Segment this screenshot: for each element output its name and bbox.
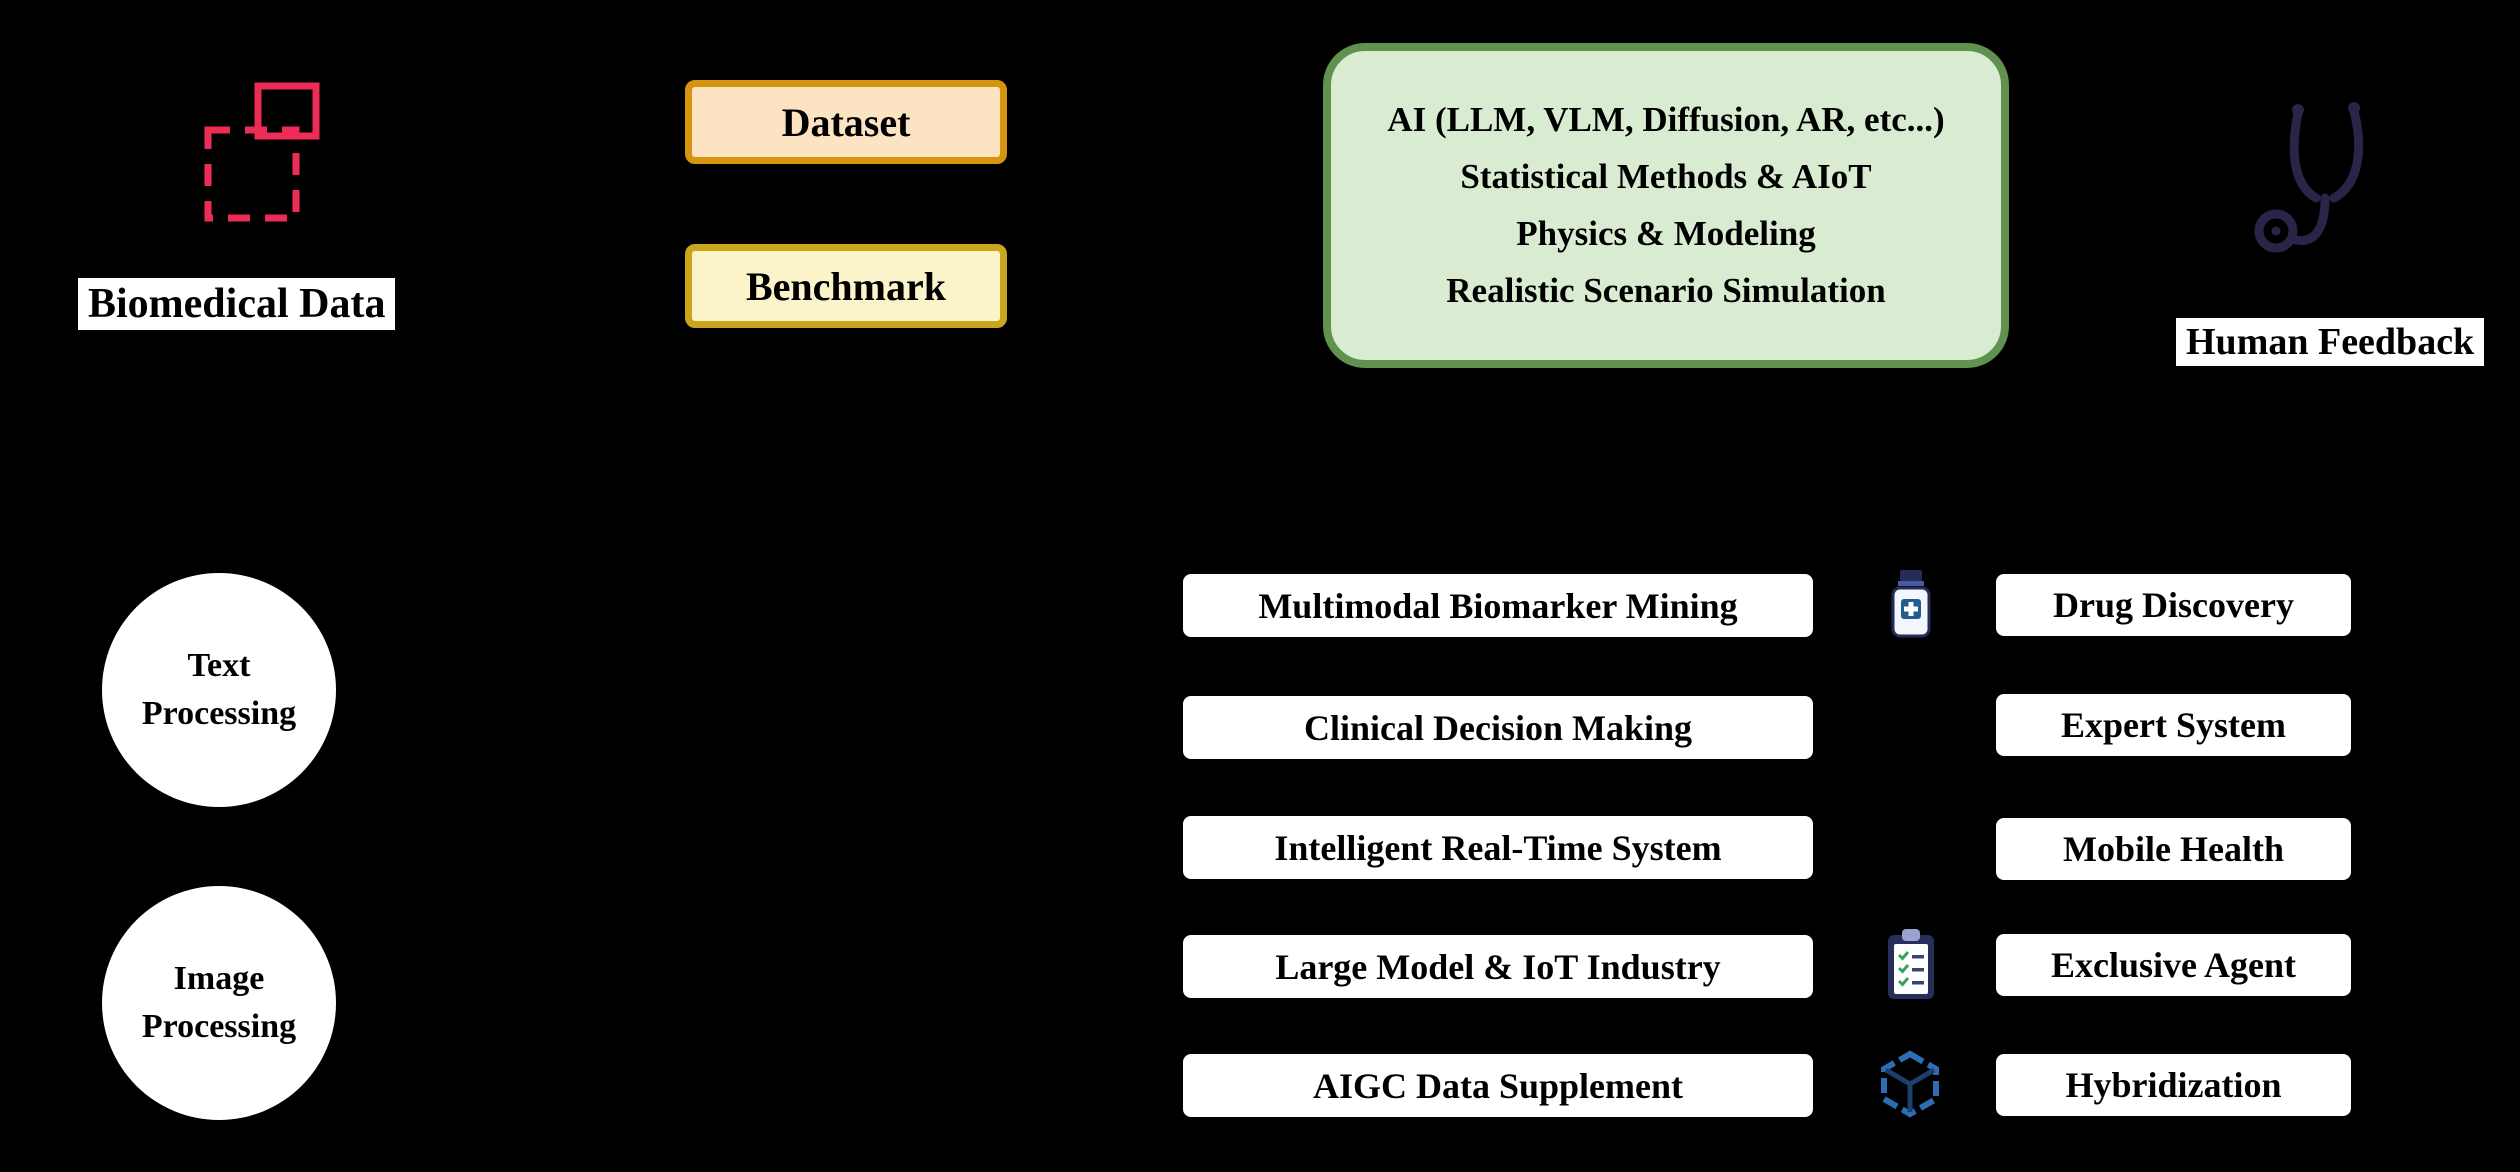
text-processing-line-1: Text: [187, 647, 251, 685]
image-processing-node: Image Processing: [102, 886, 336, 1120]
biomedical-data-label: Biomedical Data: [78, 278, 396, 330]
blockchain-cube-icon: [1878, 1050, 1942, 1122]
app-aigc-data-supplement: AIGC Data Supplement: [1183, 1054, 1813, 1117]
app-intelligent-real-time-system: Intelligent Real-Time System: [1183, 816, 1813, 879]
stethoscope-icon: [2238, 95, 2390, 307]
scan-frame-icon: [198, 76, 330, 228]
text-processing-node: Text Processing: [102, 573, 336, 807]
human-feedback-label: Human Feedback: [2176, 318, 2485, 366]
ai-box-line-1: AI (LLM, VLM, Diffusion, AR, etc...): [1387, 100, 1945, 139]
app-multimodal-biomarker-mining: Multimodal Biomarker Mining: [1183, 574, 1813, 637]
text-processing-line-2: Processing: [141, 695, 297, 732]
clipboard-checklist-icon: [1884, 928, 1938, 1002]
app-clinical-decision-making: Clinical Decision Making: [1183, 696, 1813, 759]
ai-box-line-2: Statistical Methods & AIoT: [1460, 157, 1872, 196]
image-processing-line-2: Processing: [141, 1008, 297, 1045]
app-mobile-health: Mobile Health: [1996, 818, 2351, 880]
app-exclusive-agent: Exclusive Agent: [1996, 934, 2351, 996]
medicine-bottle-icon: [1884, 568, 1938, 640]
image-processing-line-1: Image: [173, 960, 265, 998]
ai-box-line-3: Physics & Modeling: [1516, 214, 1816, 253]
benchmark-node: Benchmark: [685, 244, 1007, 328]
benchmark-label: Benchmark: [746, 263, 946, 309]
dataset-node: Dataset: [685, 80, 1007, 164]
ai-box-line-4: Realistic Scenario Simulation: [1446, 271, 1886, 310]
app-hybridization: Hybridization: [1996, 1054, 2351, 1116]
app-drug-discovery: Drug Discovery: [1996, 574, 2351, 636]
app-expert-system: Expert System: [1996, 694, 2351, 756]
dataset-label: Dataset: [781, 99, 911, 145]
app-large-model-iot-industry: Large Model & IoT Industry: [1183, 935, 1813, 998]
ai-methods-box: AI (LLM, VLM, Diffusion, AR, etc...) Sta…: [1323, 43, 2009, 368]
